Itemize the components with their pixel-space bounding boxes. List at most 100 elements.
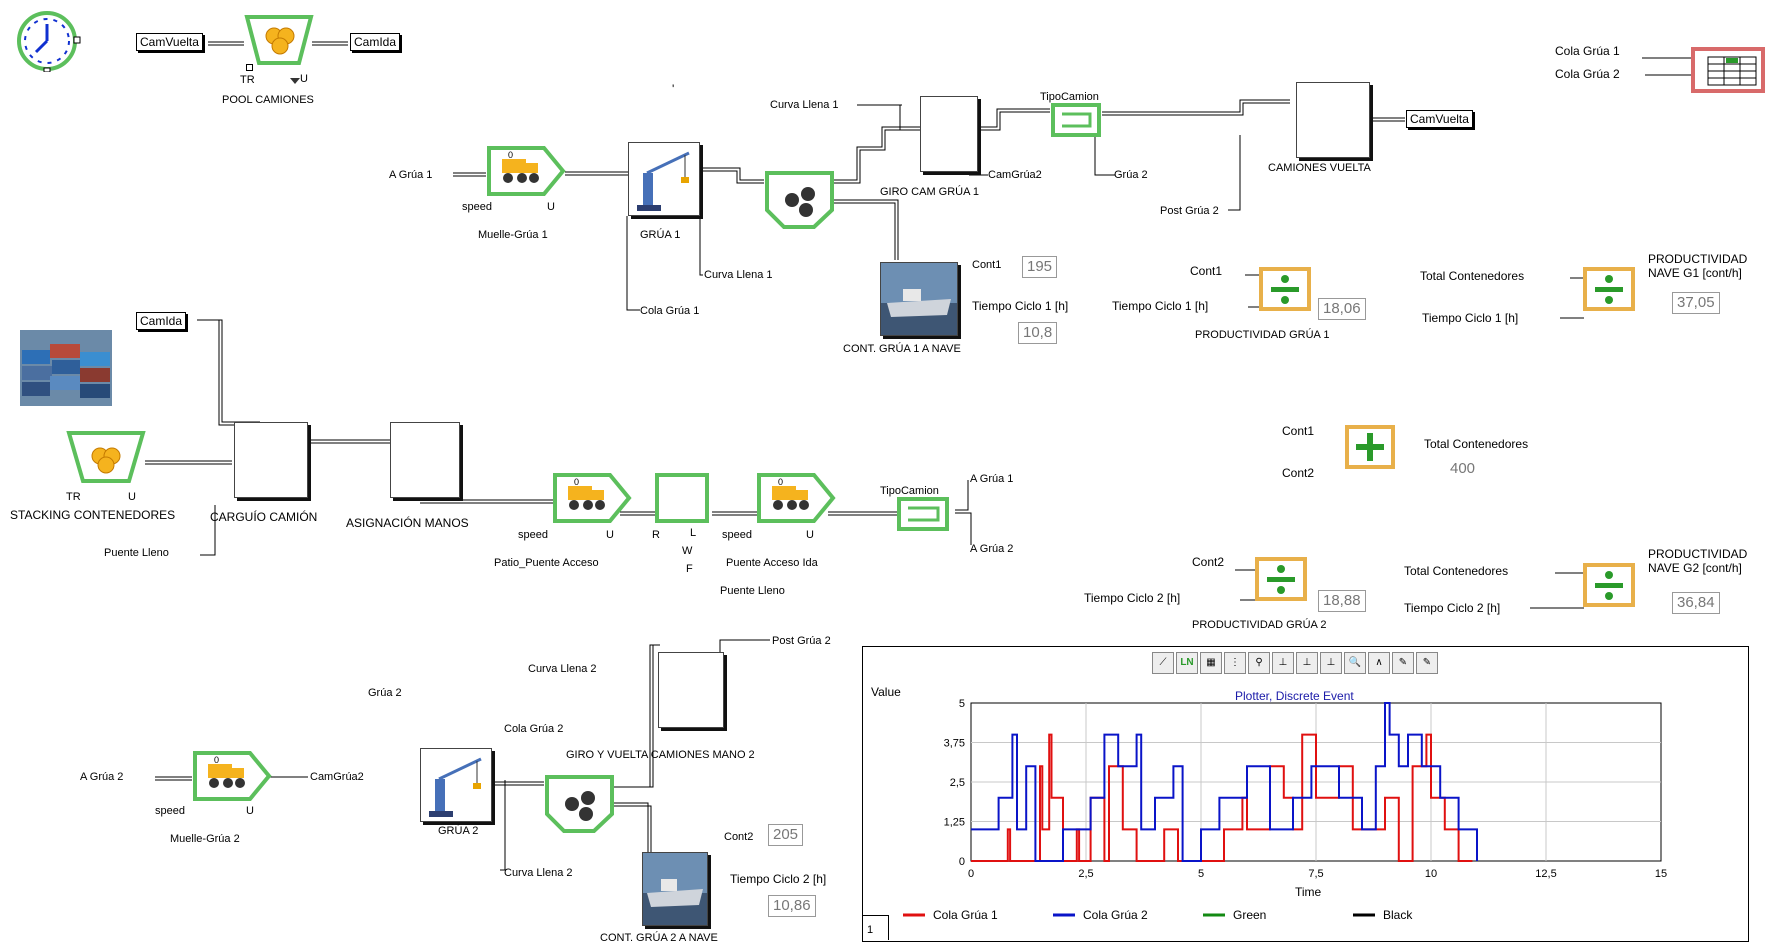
plotter-panel[interactable]: ⟋ LN ▦ ⋮ ⚲ ⊥ ⊥ ⊥ 🔍 ∧ ✎ ✎ Value Plotter, … xyxy=(862,646,1749,942)
patio-speed-label: speed xyxy=(518,529,548,541)
plot-tool-color-icon[interactable]: ✎ xyxy=(1416,652,1438,674)
plot-ylabel: Value xyxy=(871,685,901,699)
tiempo-ciclo-2-label: Tiempo Ciclo 2 [h] xyxy=(730,872,827,886)
a-grua-1-label: A Grúa 1 xyxy=(389,169,433,181)
cont-grua-2-block[interactable] xyxy=(642,852,708,926)
puente-lleno-label: Puente Lleno xyxy=(720,585,785,597)
png2-value: 36,84 xyxy=(1672,592,1720,614)
tipo-camion-2-block[interactable] xyxy=(1050,102,1102,138)
pool-camiones-label: POOL CAMIONES xyxy=(222,94,314,106)
post-grua-2-out-label: Post Grúa 2 xyxy=(772,635,831,647)
divide-grua-2-icon[interactable] xyxy=(1254,556,1310,604)
productividad-grua-1-label: PRODUCTIVIDAD GRÚA 1 xyxy=(1195,329,1330,341)
divide-icon[interactable] xyxy=(1258,266,1314,314)
plot-tool-axis-2-icon[interactable]: ⊥ xyxy=(1296,652,1318,674)
muelle-grua-2-label: Muelle-Grúa 2 xyxy=(170,833,240,845)
puente-acceso-ida-block[interactable]: 0 xyxy=(756,472,836,524)
y-tick-label: 2,5 xyxy=(950,777,965,789)
total-contenedores-value: 400 xyxy=(1450,460,1476,477)
giro-cam-grua-1-label: GIRO CAM GRÚA 1 xyxy=(880,186,980,198)
plot-tool-pencil-icon[interactable]: ✎ xyxy=(1392,652,1414,674)
ida-speed-label: speed xyxy=(722,529,752,541)
camgrua2-label: CamGrúa2 xyxy=(988,169,1042,181)
plot-tool-pin-icon[interactable]: ⚲ xyxy=(1248,652,1270,674)
plot-tab[interactable]: 1 xyxy=(863,915,889,940)
cont2-label: Cont2 xyxy=(724,831,754,843)
cola-grua-2-in-label: Cola Grúa 2 xyxy=(1555,67,1620,81)
productividad-grua-2-label: PRODUCTIVIDAD GRÚA 2 xyxy=(1192,619,1327,631)
carguio-label: CARGUÍO CAMIÓN xyxy=(210,510,318,524)
plot-tool-zoom-icon[interactable]: 🔍 xyxy=(1344,652,1366,674)
clock-icon[interactable] xyxy=(16,10,82,73)
divide-nave-g2-icon[interactable] xyxy=(1582,562,1638,610)
muelle-2-speed-label: speed xyxy=(155,805,185,817)
plot-tool-curve-icon[interactable]: ∧ xyxy=(1368,652,1390,674)
puente-w-label: W xyxy=(682,545,693,557)
asignacion-block[interactable] xyxy=(390,422,460,498)
giro-cam-grua-1-block[interactable] xyxy=(920,96,978,172)
containers-image xyxy=(20,330,112,406)
pool-camiones-block[interactable] xyxy=(244,14,314,66)
x-tick-label: 5 xyxy=(1198,868,1204,880)
split-grua-1-block[interactable] xyxy=(764,170,836,230)
grua-2-curva-label: Curva Llena 2 xyxy=(504,867,573,879)
stack-puente-lleno-label: Puente Lleno xyxy=(104,547,169,559)
muelle-grua-1-block[interactable]: 0 xyxy=(486,145,566,197)
camvuelta-out-label: CamVuelta xyxy=(1406,110,1473,128)
stack-tr-label: TR xyxy=(66,491,81,503)
cont-grua-1-label: CONT. GRÚA 1 A NAVE xyxy=(843,343,961,355)
patio-puente-block[interactable]: 0 xyxy=(552,472,632,524)
puente-acceso-block[interactable] xyxy=(654,472,710,524)
giro-vuelta-2-block[interactable] xyxy=(658,652,724,728)
muelle-grua-1-label: Muelle-Grúa 1 xyxy=(478,229,548,241)
plot-tool-dots-icon[interactable]: ⋮ xyxy=(1224,652,1246,674)
x-tick-label: 2,5 xyxy=(1078,868,1093,880)
divide-nave-g1-icon[interactable] xyxy=(1582,266,1638,314)
ship-2-icon xyxy=(643,853,707,925)
pg2-cont2-label: Cont2 xyxy=(1192,555,1225,569)
display-table-icon[interactable] xyxy=(1690,46,1768,96)
tiempo-ciclo-2-value: 10,86 xyxy=(768,895,816,917)
grua-2-block[interactable] xyxy=(420,748,492,822)
plot-tool-ln-button[interactable]: LN xyxy=(1176,652,1198,674)
crane-2-icon xyxy=(429,757,482,817)
pg1-tiempo-label: Tiempo Ciclo 1 [h] xyxy=(1112,299,1209,313)
pg1-cont1-label: Cont1 xyxy=(1190,264,1223,278)
productividad-nave-g2-label: PRODUCTIVIDAD NAVE G2 [cont/h] xyxy=(1648,547,1748,575)
y-tick-label: 3,75 xyxy=(944,738,965,750)
svg-text:0: 0 xyxy=(778,477,783,487)
camida-stack-label: CamIda xyxy=(136,312,187,330)
split-grua-2-block[interactable] xyxy=(544,774,616,834)
pool-u-port[interactable] xyxy=(290,78,300,84)
x-tick-label: 15 xyxy=(1655,868,1667,880)
plot-tool-grid-icon[interactable]: ▦ xyxy=(1200,652,1222,674)
pool-tr-label: TR xyxy=(240,74,255,86)
camiones-vuelta-block[interactable] xyxy=(1296,82,1370,158)
legend-label-3: Green xyxy=(1233,908,1266,922)
plot-tool-axis-3-icon[interactable]: ⊥ xyxy=(1320,652,1342,674)
stacking-block[interactable] xyxy=(66,430,146,484)
add-icon[interactable] xyxy=(1344,424,1396,470)
cola-grua-1-in-label: Cola Grúa 1 xyxy=(1555,44,1620,58)
ship-icon xyxy=(881,263,957,335)
cursor-mark: ' xyxy=(672,82,675,96)
grua-1-block[interactable] xyxy=(628,142,700,216)
tipo-camion-1-block[interactable] xyxy=(896,496,950,532)
ida-u-label: U xyxy=(806,529,814,541)
plot-tool-axis-icon[interactable]: ⊥ xyxy=(1272,652,1294,674)
grua-2-in-label: Grúa 2 xyxy=(368,687,402,699)
pg2-value: 18,88 xyxy=(1318,590,1366,612)
patio-puente-label: Patio_Puente Acceso xyxy=(494,557,599,569)
carguio-block[interactable] xyxy=(234,422,308,498)
pool-u-label: U xyxy=(300,73,308,85)
cont-grua-1-block[interactable] xyxy=(880,262,958,336)
svg-text:0: 0 xyxy=(214,755,219,765)
plot-tool-line-icon[interactable]: ⟋ xyxy=(1152,652,1174,674)
cont1-label: Cont1 xyxy=(972,259,1002,271)
pool-tr-port[interactable] xyxy=(246,64,253,71)
muelle-grua-2-block[interactable]: 0 xyxy=(192,750,272,802)
giro-curva-label: Curva Llena 1 xyxy=(770,99,839,111)
total-contenedores-out-label: Total Contenedores xyxy=(1424,437,1529,451)
a-grua-2-in-label: A Grúa 2 xyxy=(80,771,124,783)
